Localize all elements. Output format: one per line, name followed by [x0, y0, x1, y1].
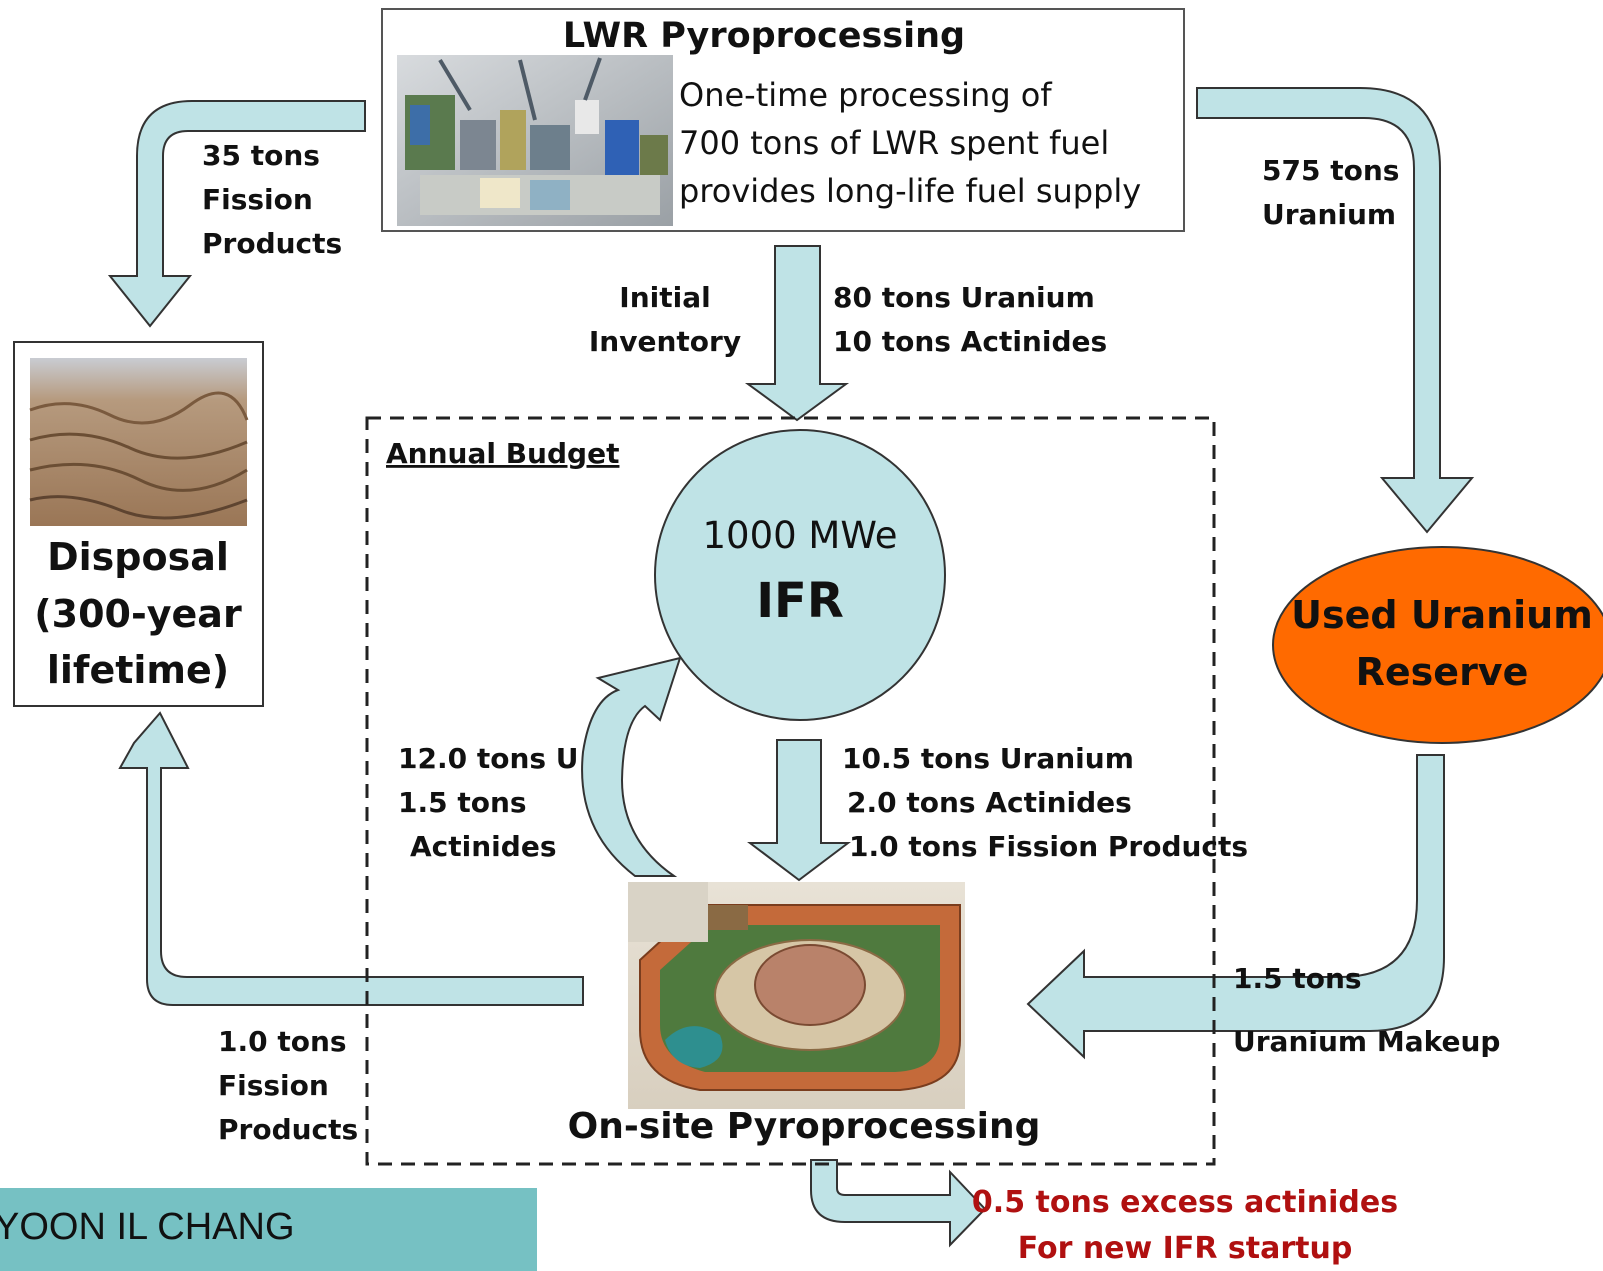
- desert-repository-image: [29, 358, 249, 526]
- label-excess-actinides: 0.5 tons excess actinides For new IFR st…: [972, 1185, 1398, 1266]
- recycle-line1: 12.0 tons U: [398, 742, 579, 775]
- label-makeup: 1.5 tons Uranium Makeup: [1233, 962, 1500, 1058]
- arrow-ifr-to-onsite: [747, 739, 851, 882]
- disposal-line2: (300-year: [34, 592, 242, 636]
- discharge-line2: 2.0 tons Actinides: [847, 786, 1132, 819]
- disposal-box: Disposal (300-year lifetime): [13, 341, 264, 707]
- fp-bottom-line3: Products: [218, 1113, 358, 1146]
- onsite-label: On-site Pyroprocessing: [568, 1106, 1041, 1147]
- label-fp-bottom: 1.0 tons Fission Products: [218, 1025, 358, 1146]
- label-fp-top: 35 tons Fission Products: [202, 139, 342, 260]
- label-recycle: 12.0 tons U 1.5 tons Actinides: [398, 742, 579, 863]
- lwr-box-line3: provides long-life fuel supply: [679, 172, 1141, 210]
- label-uranium-top: 575 tons Uranium: [1262, 154, 1399, 231]
- arrow-excess-actinides: [810, 1159, 987, 1248]
- author-note: YOON IL CHANG: [0, 1188, 537, 1271]
- label-initial-amounts: 80 tons Uranium 10 tons Actinides: [833, 281, 1107, 358]
- fp-top-line1: 35 tons: [202, 139, 320, 172]
- initial-inventory-line2: Inventory: [589, 325, 741, 358]
- arrow-lwr-to-reserve: [1196, 87, 1475, 534]
- label-initial-inventory: Initial Inventory: [589, 281, 741, 358]
- lwr-pyroprocessing-box: LWR Pyroprocessing One-time processing o…: [381, 8, 1185, 232]
- reserve-line1: Used Uranium: [1291, 593, 1593, 637]
- recycle-line3: Actinides: [410, 830, 556, 863]
- ifr-reactor: 1000 MWe IFR: [654, 429, 946, 721]
- label-discharge: 10.5 tons Uranium 2.0 tons Actinides 1.0…: [842, 742, 1248, 863]
- author-name: YOON IL CHANG: [0, 1206, 295, 1248]
- fp-top-line2: Fission: [202, 183, 313, 216]
- disposal-line3: lifetime): [47, 648, 229, 692]
- discharge-line1: 10.5 tons Uranium: [842, 742, 1134, 775]
- onsite-facility-image: [628, 882, 965, 1109]
- arrow-reserve-to-onsite: [1026, 754, 1445, 1060]
- ifr-name: IFR: [756, 573, 844, 629]
- uranium-top-line2: Uranium: [1262, 198, 1396, 231]
- recycle-line2: 1.5 tons: [398, 786, 527, 819]
- lwr-box-title: LWR Pyroprocessing: [563, 16, 965, 56]
- ifr-power: 1000 MWe: [702, 514, 897, 557]
- initial-inventory-line1: Initial: [619, 281, 710, 314]
- fp-top-line3: Products: [202, 227, 342, 260]
- lwr-box-line1: One-time processing of: [679, 76, 1052, 114]
- reserve-line2: Reserve: [1356, 650, 1529, 694]
- makeup-line1: 1.5 tons: [1233, 962, 1362, 995]
- arrow-initial-inventory: [744, 245, 850, 422]
- annual-budget-boundary: [365, 416, 1216, 1166]
- uranium-top-line1: 575 tons: [1262, 154, 1399, 187]
- annual-budget-label: Annual Budget: [386, 437, 619, 470]
- arrow-onsite-to-disposal: [118, 711, 584, 1006]
- lwr-facility-image: [397, 55, 673, 226]
- makeup-line2: Uranium Makeup: [1233, 1025, 1500, 1058]
- initial-amounts-line2: 10 tons Actinides: [833, 325, 1107, 358]
- fp-bottom-line2: Fission: [218, 1069, 329, 1102]
- arrow-lwr-to-disposal: [107, 100, 366, 328]
- initial-amounts-line1: 80 tons Uranium: [833, 281, 1095, 314]
- arrow-recycle-to-ifr: [581, 656, 682, 877]
- fp-bottom-line1: 1.0 tons: [218, 1025, 347, 1058]
- disposal-line1: Disposal: [47, 535, 229, 579]
- used-uranium-reserve: Used Uranium Reserve: [1272, 546, 1603, 744]
- onsite-pyroprocessing: On-site Pyroprocessing: [568, 882, 1041, 1147]
- excess-line1: 0.5 tons excess actinides: [972, 1185, 1398, 1220]
- excess-line2: For new IFR startup: [1018, 1231, 1353, 1266]
- lwr-box-line2: 700 tons of LWR spent fuel: [679, 124, 1109, 162]
- discharge-line3: 1.0 tons Fission Products: [849, 830, 1248, 863]
